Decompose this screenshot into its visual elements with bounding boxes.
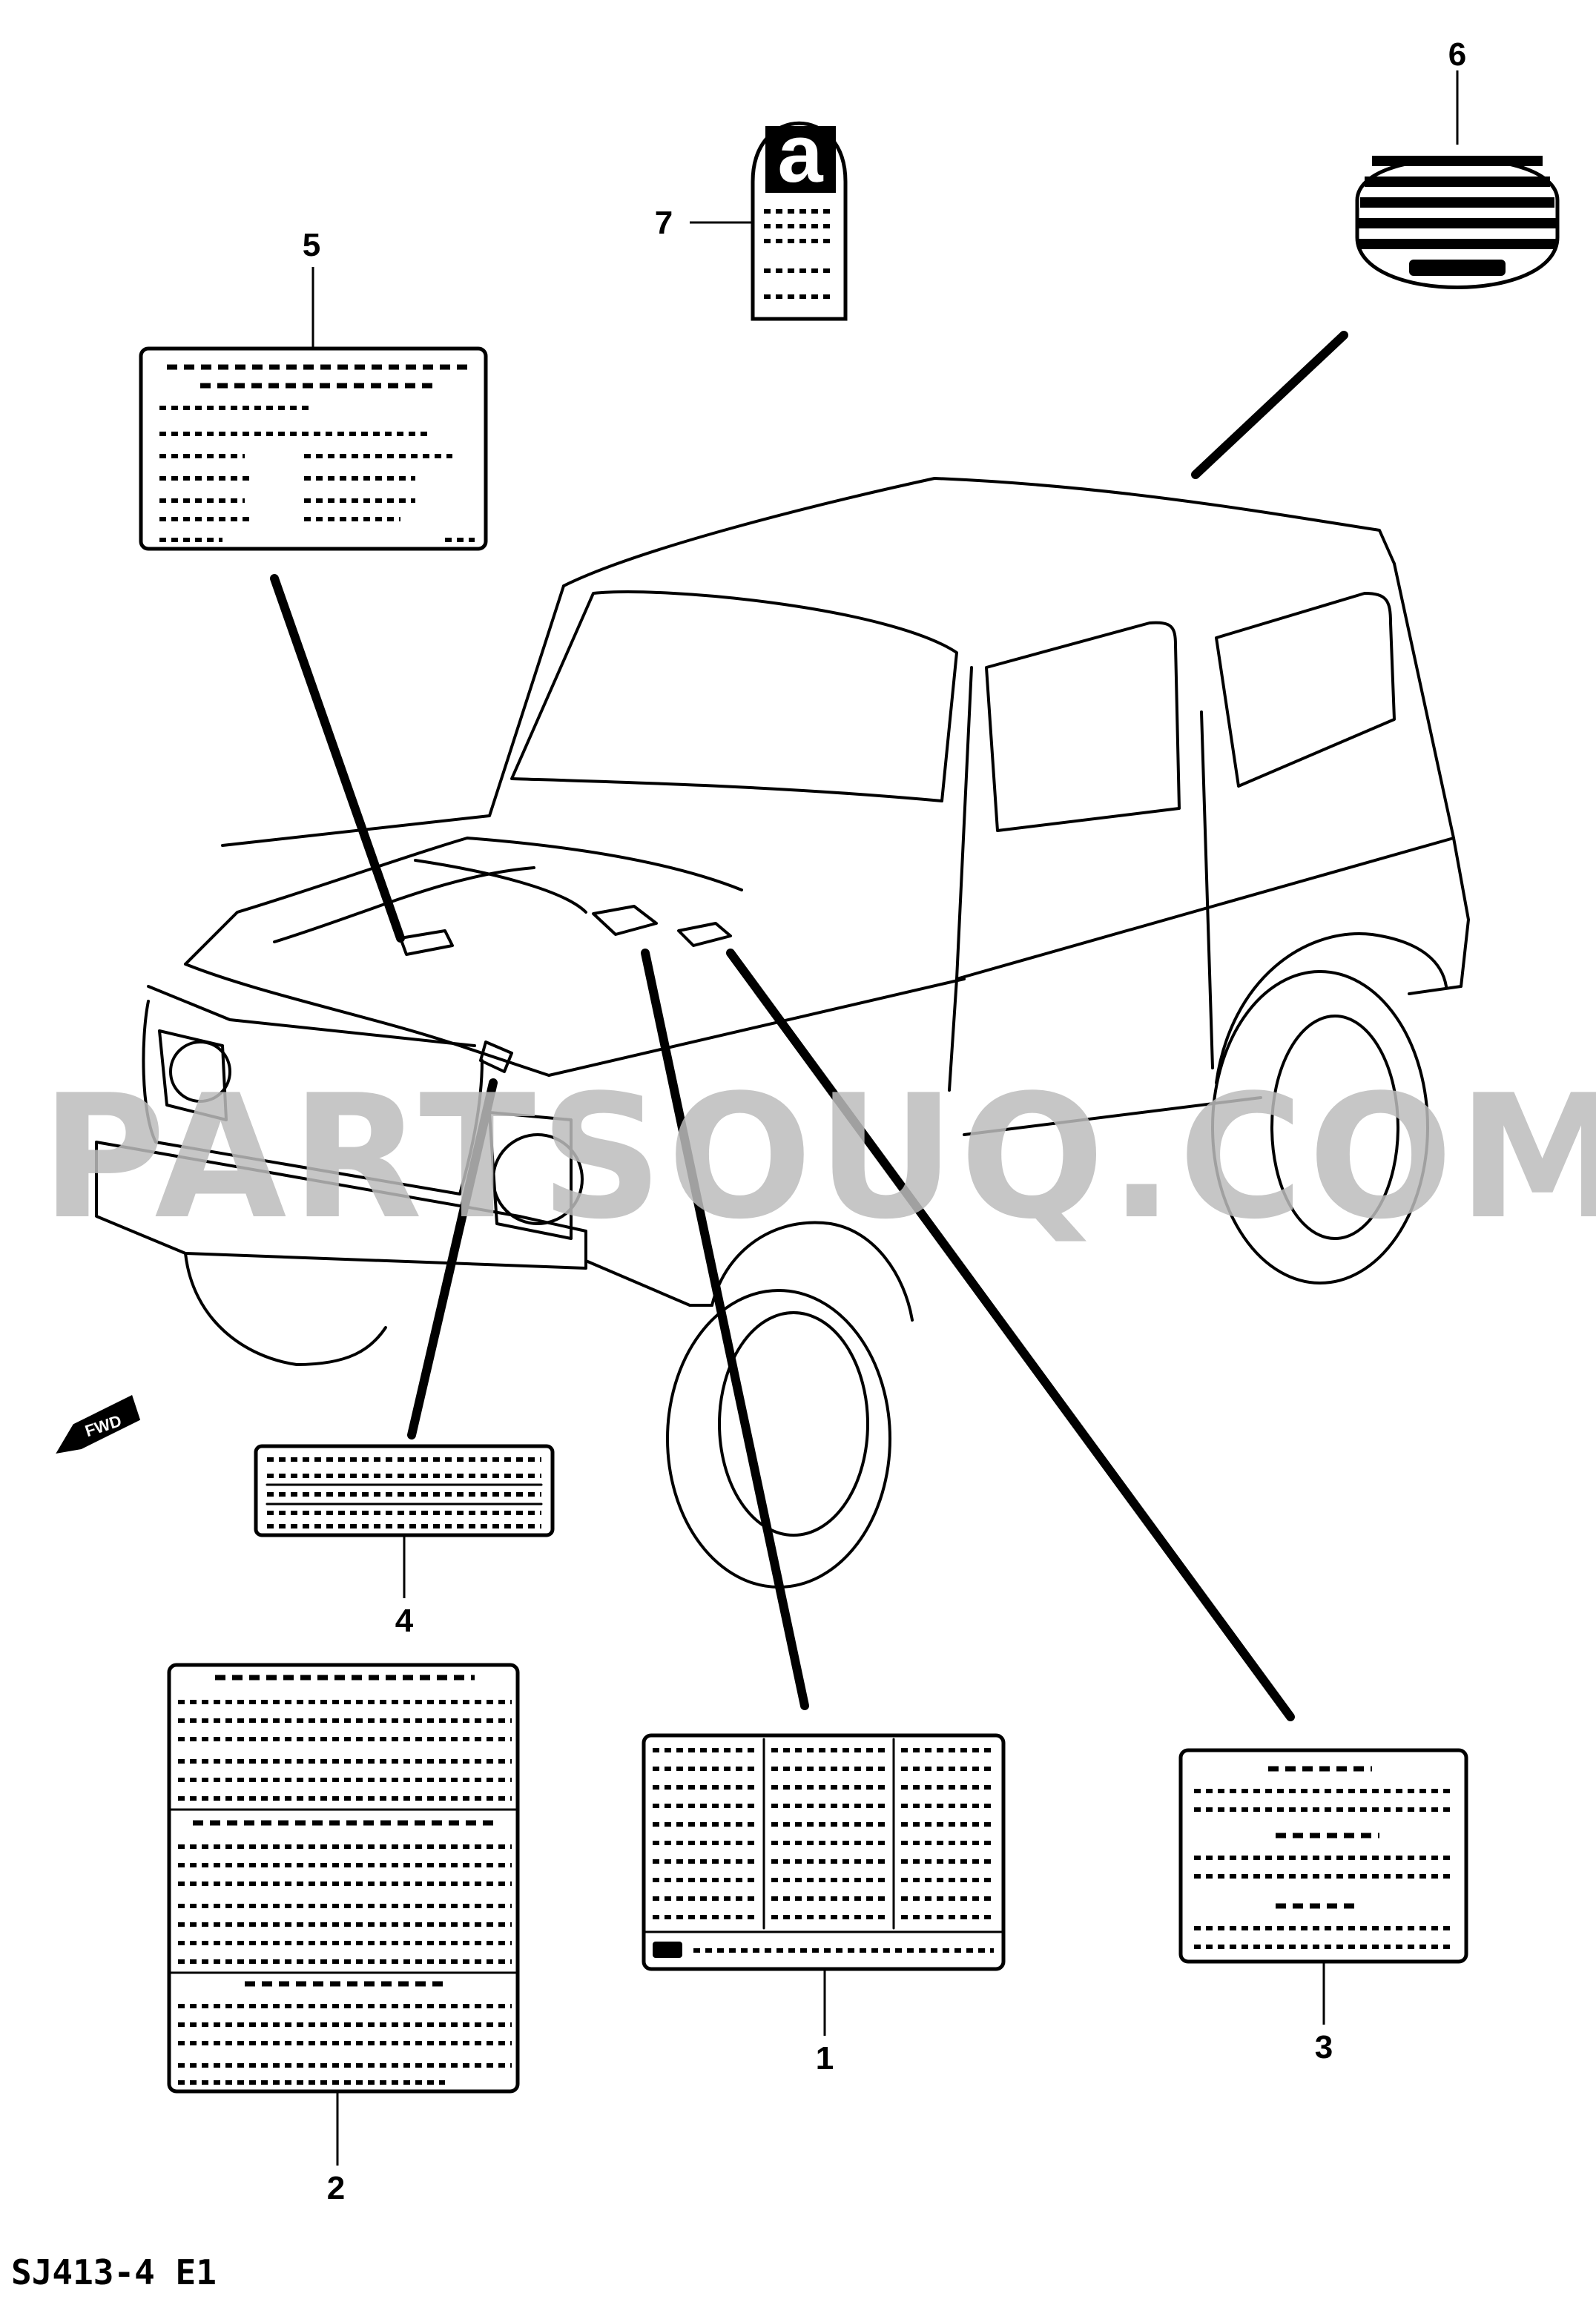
callout-7[interactable]: 7 — [655, 205, 673, 241]
label-1-text-lines — [653, 1748, 994, 1919]
leader-1 — [641, 949, 809, 1710]
diagram-code: SJ413-4 E1 — [11, 2252, 217, 2292]
label-1-illustration — [642, 1733, 1006, 2036]
callout-4[interactable]: 4 — [395, 1603, 414, 1639]
forward-direction-marker: FWD — [56, 1394, 141, 1454]
label-7-illustration: a — [690, 108, 848, 321]
callout-3[interactable]: 3 — [1315, 2029, 1333, 2065]
label-3-illustration — [1178, 1748, 1468, 2025]
leader-5 — [270, 574, 405, 943]
label-6-emblem — [1355, 70, 1560, 289]
label-2-illustration — [167, 1663, 520, 2166]
label-4-illustration — [254, 1444, 555, 1598]
leader-3 — [726, 949, 1295, 1721]
callout-2[interactable]: 2 — [327, 2170, 345, 2206]
vehicle-drawing — [95, 477, 1470, 1589]
leader-lines — [270, 331, 1348, 1721]
label-7-badge — [765, 126, 836, 193]
callout-6[interactable]: 6 — [1448, 36, 1466, 73]
leader-6 — [1191, 331, 1348, 479]
watermark-text: PARTSOUQ.COM — [41, 1059, 1596, 1257]
label-7-letter: a — [777, 108, 823, 199]
leader-4 — [407, 1078, 498, 1439]
callout-1[interactable]: 1 — [816, 2040, 834, 2077]
label-5-illustration — [139, 267, 488, 551]
callout-5[interactable]: 5 — [303, 227, 320, 263]
